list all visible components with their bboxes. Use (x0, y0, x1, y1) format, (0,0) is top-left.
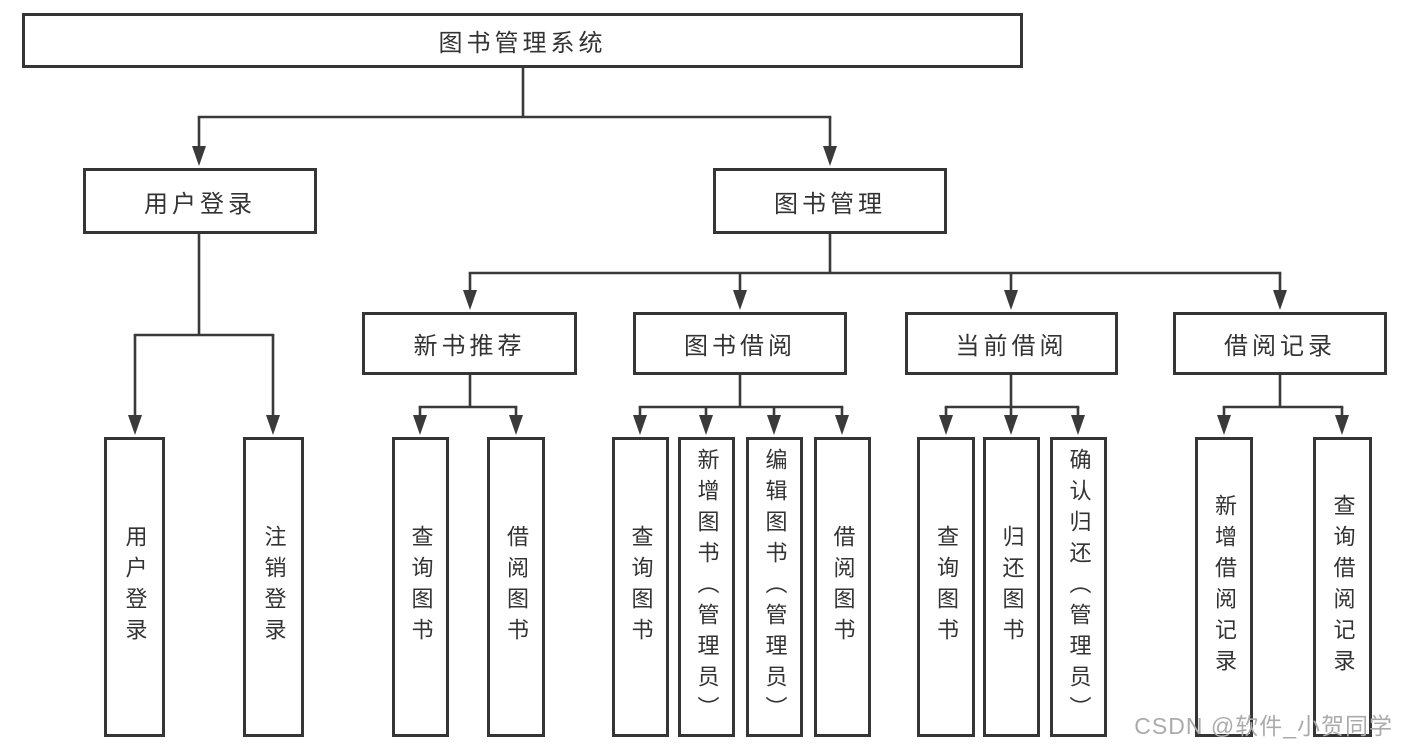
leaf-borrow-edit-books-admin: 编辑图书（管理员） (746, 437, 803, 737)
node-current-borrow-label: 当前借阅 (955, 333, 1068, 360)
node-root: 图书管理系统 (22, 13, 1023, 68)
node-borrow-records-label: 借阅记录 (1224, 333, 1336, 360)
leaf-current-return-books: 归还图书 (983, 437, 1040, 737)
leaf-user-login-label: 用户登录 (122, 525, 148, 649)
leaf-records-add-record-label: 新增借阅记录 (1212, 494, 1237, 680)
leaf-borrow-borrow-books: 借阅图书 (814, 437, 871, 737)
leaf-records-query-record-label: 查询借阅记录 (1330, 494, 1356, 680)
leaf-borrow-add-books-admin-label: 新增图书（管理员） (694, 447, 720, 727)
leaf-user-login: 用户登录 (104, 437, 165, 737)
node-user-login: 用户登录 (83, 168, 317, 234)
leaf-borrow-borrow-books-label: 借阅图书 (830, 525, 856, 649)
leaf-newbooks-query-books: 查询图书 (392, 437, 449, 737)
node-borrow-records: 借阅记录 (1173, 312, 1387, 375)
leaf-newbooks-borrow-books: 借阅图书 (487, 437, 545, 737)
node-root-label: 图书管理系统 (438, 30, 607, 57)
leaf-borrow-query-books: 查询图书 (612, 437, 669, 737)
node-new-book-recommend: 新书推荐 (362, 312, 577, 375)
node-book-borrow: 图书借阅 (633, 312, 847, 375)
leaf-current-query-books: 查询图书 (917, 437, 975, 737)
leaf-current-return-books-label: 归还图书 (999, 525, 1025, 649)
node-new-book-recommend-label: 新书推荐 (413, 333, 526, 360)
node-book-management-label: 图书管理 (774, 190, 886, 218)
leaf-newbooks-query-books-label: 查询图书 (408, 525, 434, 649)
leaf-logout: 注销登录 (243, 437, 304, 737)
node-book-management: 图书管理 (713, 168, 947, 234)
node-user-login-label: 用户登录 (144, 190, 256, 218)
leaf-current-confirm-return-admin-label: 确认归还（管理员） (1066, 447, 1092, 727)
leaf-borrow-edit-books-admin-label: 编辑图书（管理员） (762, 447, 788, 727)
leaf-borrow-query-books-label: 查询图书 (628, 525, 654, 649)
leaf-newbooks-borrow-books-label: 借阅图书 (504, 525, 529, 649)
leaf-borrow-add-books-admin: 新增图书（管理员） (678, 437, 735, 737)
leaf-records-query-record: 查询借阅记录 (1313, 437, 1372, 737)
node-current-borrow: 当前借阅 (905, 312, 1118, 375)
leaf-logout-label: 注销登录 (261, 525, 287, 649)
node-book-borrow-label: 图书借阅 (684, 333, 796, 360)
leaf-current-confirm-return-admin: 确认归还（管理员） (1050, 437, 1107, 737)
leaf-current-query-books-label: 查询图书 (934, 525, 959, 649)
leaf-records-add-record: 新增借阅记录 (1195, 437, 1253, 737)
